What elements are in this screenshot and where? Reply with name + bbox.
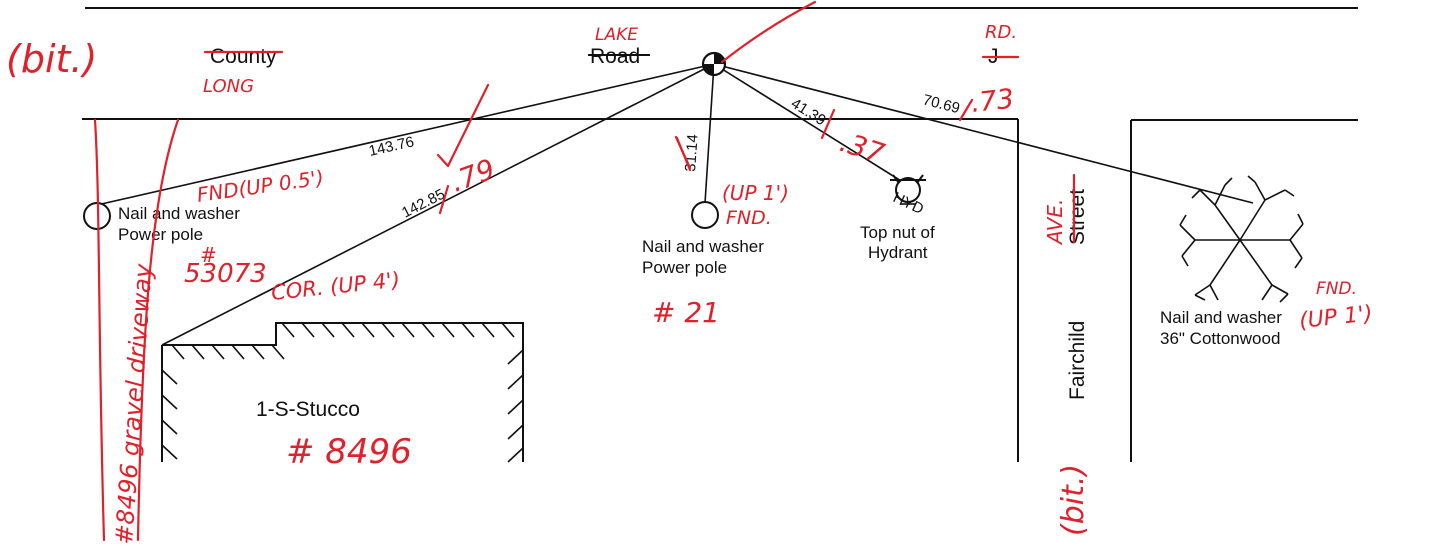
tie-line-building-corner (161, 63, 715, 346)
num-21-note: # 21 (652, 296, 720, 329)
county-label: County (210, 45, 277, 68)
fnd-mid-note: FND. (726, 207, 772, 229)
dim-left-pole: 143.76 (367, 133, 415, 160)
strike-142-85 (438, 184, 450, 215)
rd-note: RD. (985, 22, 1017, 43)
mid-power-pole-icon (691, 201, 719, 229)
tie-line-mid-pole (704, 63, 715, 204)
check-mark-143 (436, 83, 490, 168)
stucco-label: 1-S-Stucco (256, 398, 360, 421)
lake-note: LAKE (595, 25, 638, 45)
tie-line-tree (713, 63, 1254, 204)
road-label: Road (590, 45, 640, 68)
hydrant-label-1: Top nut of (860, 223, 935, 242)
pole-hash-note: # (200, 243, 217, 267)
street-label: Street (1066, 189, 1089, 245)
bit-bottom-note: (bit.) (1056, 464, 1091, 536)
strike-41-39 (820, 108, 836, 140)
ave-note: AVE. (1043, 199, 1067, 246)
tie-line-left-pole (96, 63, 715, 206)
corr-37-note: .37 (836, 125, 889, 170)
tree-label-2: 36" Cottonwood (1160, 329, 1280, 348)
up1-mid-note: (UP 1') (722, 181, 789, 205)
bit-left-note: (bit.) (6, 37, 97, 81)
fnd-tree-note: FND. (1316, 279, 1357, 299)
fnd-up05-note: FND(UP 0.5') (195, 165, 325, 207)
left-pole-label-2: Power pole (118, 225, 203, 244)
pole-number-note: 53073 (184, 259, 267, 289)
mid-pole-label-2: Power pole (642, 258, 727, 277)
corr-73-note: .73 (969, 84, 1015, 119)
driveway-bracket (93, 118, 180, 542)
building-outline (161, 322, 524, 463)
dim-hydrant: 41.39 (788, 95, 829, 129)
hydrant-label-2: Hydrant (868, 243, 928, 262)
left-pole-label-1: Nail and washer (118, 204, 240, 223)
cottonwood-tree-icon (1179, 175, 1304, 303)
long-note: LONG (203, 76, 254, 97)
dim-building: 142.85 (399, 186, 448, 222)
control-point-icon (701, 51, 727, 77)
strike-70-69 (958, 98, 974, 122)
dim-tree: 70.69 (921, 91, 962, 117)
hydrant-icon (890, 174, 926, 205)
corr-79-note: .79 (446, 152, 499, 198)
hyd-label: HYD (890, 189, 926, 218)
mid-pole-label-1: Nail and washer (642, 237, 764, 256)
tree-label-1: Nail and washer (1160, 308, 1282, 327)
driveway-note: #8496 gravel driveway (110, 262, 158, 545)
tie-line-hydrant (713, 63, 907, 185)
cor-up4-note: COR. (UP 4') (270, 268, 401, 305)
num-8496-note: # 8496 (286, 432, 412, 472)
red-arrow-stroke-top (720, 0, 817, 64)
up1-tree-note: (UP 1') (1298, 301, 1374, 334)
check-mark-31b (675, 136, 692, 172)
fairchild-label: Fairchild (1066, 321, 1089, 400)
dim-mid-pole: 31.14 (682, 134, 702, 173)
